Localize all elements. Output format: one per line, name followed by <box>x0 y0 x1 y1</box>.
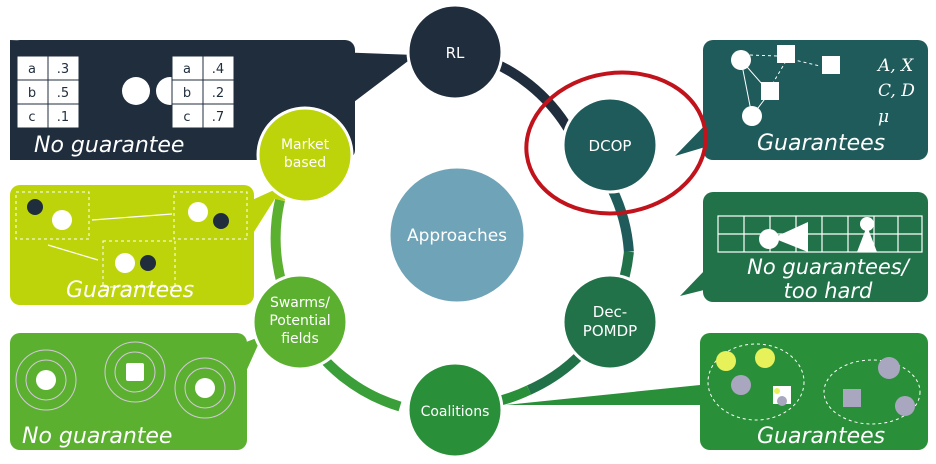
table-cell: c <box>183 110 190 125</box>
center-label: Approaches <box>407 226 507 246</box>
node-swarms-label-2: Potential <box>269 313 330 329</box>
dcop-highlight-ring <box>524 70 708 216</box>
node-dcop[interactable]: DCOP <box>561 96 659 194</box>
table-cell: a <box>183 62 191 77</box>
dcop-callout: A, X C, D μ Guarantees <box>675 40 928 160</box>
dcop-caption: Guarantees <box>757 131 885 156</box>
probability-table-right: a .4 b .2 c .7 <box>171 55 235 129</box>
node-center[interactable]: Approaches <box>387 165 527 305</box>
node-decpomdp-label-1: Dec- <box>593 303 627 321</box>
table-cell: .3 <box>57 62 69 77</box>
swarms-callout: No guarantee <box>10 333 262 450</box>
coalitions-callout: Guarantees <box>505 333 928 450</box>
table-cell: .4 <box>212 62 224 77</box>
swarms-caption: No guarantee <box>22 424 172 449</box>
table-cell: .7 <box>212 110 224 125</box>
table-cell: a <box>28 62 36 77</box>
node-decpomdp[interactable]: Dec- POMDP <box>561 273 659 371</box>
decpomdp-callout: No guarantees/ too hard <box>680 192 928 303</box>
market-callout: Guarantees <box>10 185 283 305</box>
probability-table-left: a .3 b .5 c .1 <box>16 55 80 129</box>
node-coalitions-label: Coalitions <box>421 404 490 420</box>
table-cell: b <box>183 86 191 101</box>
node-coalitions[interactable]: Coalitions <box>406 361 504 459</box>
node-decpomdp-label-2: POMDP <box>583 322 637 340</box>
node-market[interactable]: Market based <box>256 106 354 204</box>
node-dcop-label: DCOP <box>589 137 632 155</box>
dcop-math-mu: μ <box>878 107 889 127</box>
table-cell: b <box>28 86 36 101</box>
table-cell: .5 <box>57 86 69 101</box>
node-market-label-2: based <box>284 155 326 171</box>
node-swarms[interactable]: Swarms/ Potential fields <box>251 273 349 371</box>
dcop-math-ax: A, X <box>876 56 914 76</box>
table-cell: .2 <box>212 86 224 101</box>
node-rl-label: RL <box>446 44 465 62</box>
market-caption: Guarantees <box>66 278 194 303</box>
agent-dot <box>122 77 150 105</box>
rl-callout: a .3 b .5 c .1 a .4 b .2 c .7 No guarant… <box>10 40 416 160</box>
node-swarms-label-3: fields <box>281 331 319 347</box>
coalitions-caption: Guarantees <box>757 424 885 449</box>
node-rl[interactable]: RL <box>406 3 504 101</box>
table-cell: c <box>28 110 35 125</box>
grid-board <box>717 215 923 253</box>
table-cell: .1 <box>57 110 69 125</box>
rl-caption: No guarantee <box>34 133 184 158</box>
node-market-label-1: Market <box>281 137 330 153</box>
dcop-math-cd: C, D <box>878 81 915 101</box>
decpomdp-caption-line2: too hard <box>784 279 873 303</box>
node-swarms-label-1: Swarms/ <box>270 295 330 311</box>
decpomdp-caption-line1: No guarantees/ <box>747 255 911 279</box>
